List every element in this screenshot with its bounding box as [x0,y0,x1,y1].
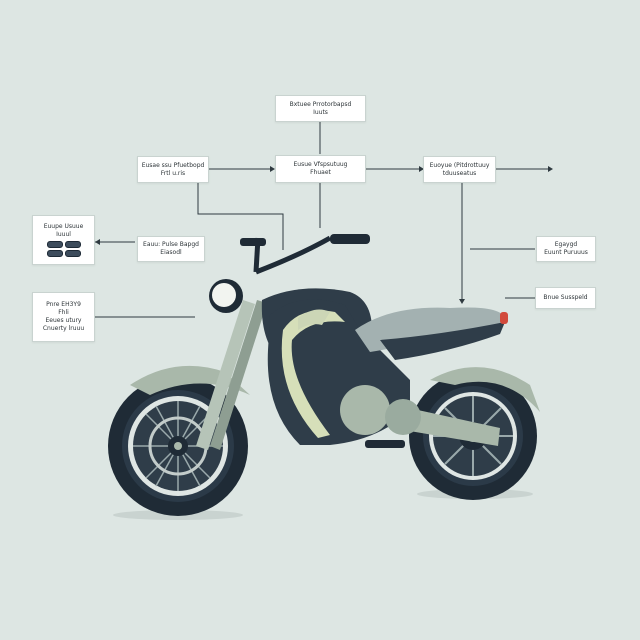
label-line: Cnuerty lruuu [42,325,85,332]
engine-cover [340,385,390,435]
label-line: Eeues utury [45,317,82,324]
body-accent-stripe [281,310,345,438]
label-box-top-center: Bxtuee Prrotorbapsd Iuuts [275,95,366,122]
control-pill-icon [46,241,63,248]
arrowhead-left-to-center [270,166,275,172]
label-line: tduuseatus [442,169,477,177]
label-line: Euunt Puruuus [544,249,588,256]
label-line: Euoyue (Pitdrottuuy [429,161,490,169]
label-box-mid-center: Eusue Vfspsutuug Fhuaet [275,155,366,183]
handlebar [240,234,370,275]
rear-fender [430,367,540,412]
arrowhead-right-out [548,166,553,172]
label-box-far-left-top: Euupe Usuue Iuuul [32,215,95,265]
label-line: Bnue Susspeld [543,294,588,301]
label-line: Eiasodl [160,249,182,256]
label-line: Eauu: Pulse Bapgd [143,241,199,248]
control-buttons-icon [46,241,81,248]
control-pill-icon [46,250,63,257]
label-box-mid-right: Euoyue (Pitdrottuuy tduuseatus [423,156,496,183]
arrowhead-center-to-right [419,166,424,172]
label-box-right-lower: Bnue Susspeld [535,287,596,309]
control-pill-icon [64,250,81,257]
label-box-mid-left: Eusae ssu Pfuetbopd Frtl u.ris [137,156,209,183]
control-pill-icon [64,241,81,248]
tail-cowl [380,322,505,360]
engine-hub [385,399,421,435]
label-line: Fhuaet [310,169,331,176]
label-box-far-left-bottom: Pnre EH3Y9 Fhli Eeues utury Cnuerty lruu… [32,292,95,342]
tank-highlight [298,309,330,330]
label-line: Eusae ssu Pfuetbopd [141,161,205,169]
label-line: Egaygd [554,241,578,248]
label-line: Euupe Usuue [43,223,84,230]
arrowhead-handle-to-farleft [95,239,100,245]
label-line: Frtl u.ris [160,169,186,177]
label-box-right-upper: Egaygd Euunt Puruuus [536,236,596,262]
label-line: Iuuul [56,231,71,238]
label-line: Eusue Vfspsutuug [293,161,348,168]
label-line: Pnre EH3Y9 [46,301,81,308]
label-box-handle-left: Eauu: Pulse Bapgd Eiasodl [137,236,205,262]
headlight [209,279,243,313]
connector-left-down [197,183,284,250]
tail-light [500,312,508,324]
label-line: Bxtuee Prrotorbapsd [289,100,352,108]
arrowhead-right-down [459,299,465,304]
control-buttons-icon [46,250,81,257]
label-line: Iuuts [313,108,328,116]
front-fork [196,300,267,450]
footpeg [365,440,405,448]
label-line: Fhli [58,309,69,316]
